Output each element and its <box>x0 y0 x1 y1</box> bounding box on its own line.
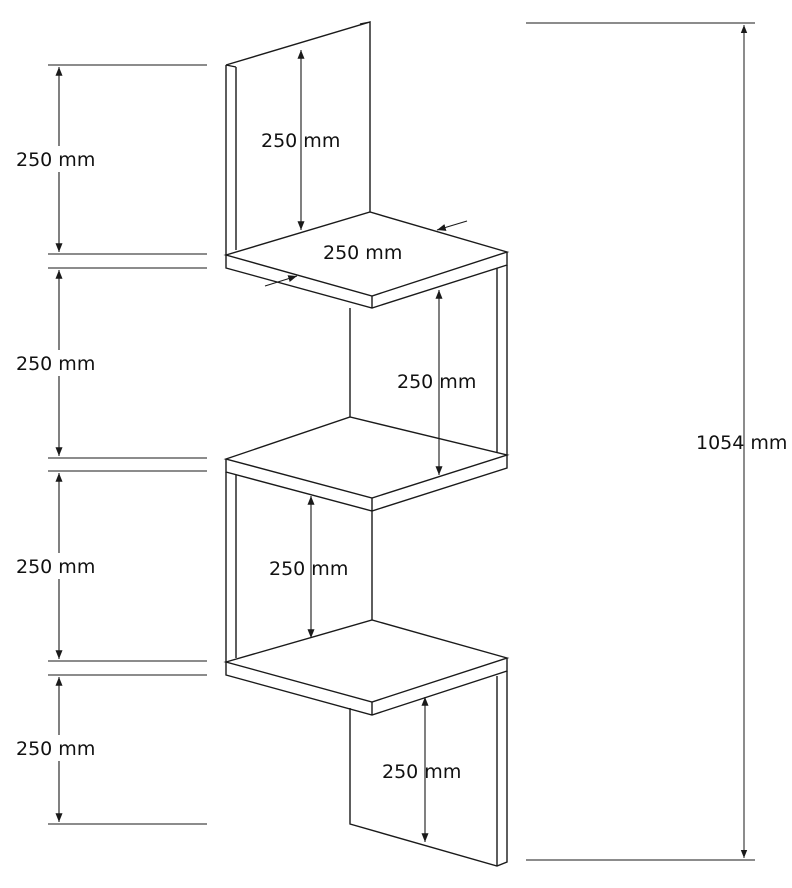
label-backdrops <box>12 127 788 784</box>
total-height-dimension <box>526 22 755 861</box>
lower-shelf-board <box>223 619 510 703</box>
bottom-panel-height-label: 250 mm <box>382 761 461 783</box>
left-tier3-label: 250 mm <box>16 556 95 578</box>
top-shelf-front-edge <box>225 252 508 309</box>
top-shelf-depth-label: 250 mm <box>323 242 402 264</box>
depth-arrows <box>264 220 468 287</box>
tier3-height-label: 250 mm <box>269 558 348 580</box>
middle-shelf-front-edge <box>225 455 508 512</box>
left-tier2-label: 250 mm <box>16 353 95 375</box>
lower-shelf-front-edge <box>225 658 508 716</box>
tier3-side-panel <box>225 472 237 662</box>
depth-arrow-left <box>264 275 298 287</box>
left-reference-lines <box>48 64 207 825</box>
dimension-labels: 250 mm 250 mm 250 mm 250 mm 250 mm 250 m… <box>16 130 787 783</box>
left-tier1-label: 250 mm <box>16 149 95 171</box>
tier2-side-panel <box>496 265 508 455</box>
inner-dimension-arrows <box>297 50 443 842</box>
bottom-panel <box>349 671 508 867</box>
top-back-panel <box>225 21 371 255</box>
tier2-height-label: 250 mm <box>397 371 476 393</box>
left-tier4-label: 250 mm <box>16 738 95 760</box>
total-height-label: 1054 mm <box>696 432 787 454</box>
middle-shelf-board <box>223 416 510 499</box>
depth-arrow-right <box>436 220 468 231</box>
top-panel-height-label: 250 mm <box>261 130 340 152</box>
shelf-unit <box>223 21 510 867</box>
